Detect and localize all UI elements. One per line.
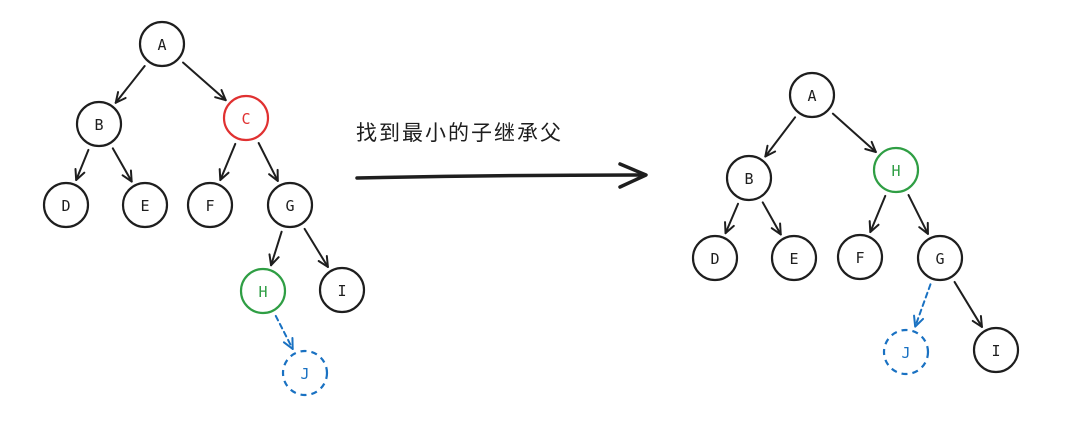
node-label: G — [285, 197, 294, 215]
node-F: F — [186, 181, 234, 229]
node-label: I — [991, 342, 1000, 360]
left-tree: A B C D E F G H I J — [42, 20, 366, 397]
node-label: B — [744, 170, 753, 188]
node-label: D — [710, 250, 719, 268]
edge-G-I — [303, 227, 329, 268]
edge-H-G — [907, 194, 929, 235]
node-label: C — [241, 110, 250, 128]
node-A: A — [138, 20, 186, 68]
node-circle — [725, 154, 773, 202]
node-circle — [222, 94, 270, 142]
node-label: F — [205, 197, 214, 215]
node-label: J — [300, 365, 309, 383]
node-label: E — [789, 250, 798, 268]
edge-H-J — [274, 314, 294, 350]
node-circle — [882, 328, 930, 376]
node-label: A — [807, 87, 816, 105]
node-J: J — [281, 349, 329, 397]
edge-B-E — [111, 147, 133, 183]
node-D: D — [691, 234, 739, 282]
node-circle — [770, 234, 818, 282]
edge-B-D — [724, 202, 740, 235]
node-label: H — [258, 283, 267, 301]
node-G: G — [916, 234, 964, 282]
node-circle — [239, 267, 287, 315]
caption-text: 找到最小的子继承父 — [356, 121, 563, 145]
edge-G-H — [268, 230, 283, 267]
node-B: B — [75, 100, 123, 148]
edge-C-G — [257, 141, 279, 182]
node-I: I — [318, 266, 366, 314]
node-label: B — [94, 116, 103, 134]
node-label: E — [140, 197, 149, 215]
node-label: D — [61, 197, 70, 215]
node-circle — [138, 20, 186, 68]
node-circle — [836, 233, 884, 281]
node-label: G — [935, 250, 944, 268]
node-circle — [872, 146, 920, 194]
transform-arrow-head — [618, 162, 648, 189]
edge-A-H — [831, 112, 877, 154]
node-A: A — [788, 71, 836, 119]
node-label: F — [855, 249, 864, 267]
node-circle — [121, 181, 169, 229]
node-G: G — [266, 181, 314, 229]
transform-arrow-shaft — [355, 173, 647, 180]
node-label: A — [157, 36, 166, 54]
node-F: F — [836, 233, 884, 281]
edge-A-B — [764, 116, 797, 158]
node-label: I — [337, 282, 346, 300]
node-label: H — [891, 162, 900, 180]
edge-H-F — [868, 194, 887, 234]
node-circle — [186, 181, 234, 229]
node-H: H — [239, 267, 287, 315]
edge-B-D — [74, 148, 90, 181]
node-B: B — [725, 154, 773, 202]
node-circle — [42, 181, 90, 229]
node-label: J — [901, 344, 910, 362]
transform-arrow — [355, 162, 648, 189]
node-circle — [281, 349, 329, 397]
node-J: J — [882, 328, 930, 376]
edge-B-E — [761, 201, 782, 236]
node-circle — [318, 266, 366, 314]
node-circle — [788, 71, 836, 119]
node-circle — [972, 326, 1020, 374]
right-tree: A B H D E F G J I — [691, 71, 1020, 376]
edge-A-B — [114, 64, 146, 104]
edge-G-I — [953, 280, 983, 328]
node-circle — [916, 234, 964, 282]
edge-A-C — [182, 61, 227, 102]
edge-G-J — [913, 283, 932, 328]
node-D: D — [42, 181, 90, 229]
node-circle — [266, 181, 314, 229]
node-C: C — [222, 94, 270, 142]
node-I: I — [972, 326, 1020, 374]
node-H: H — [872, 146, 920, 194]
node-E: E — [770, 234, 818, 282]
node-circle — [691, 234, 739, 282]
node-E: E — [121, 181, 169, 229]
node-circle — [75, 100, 123, 148]
edge-C-F — [218, 142, 237, 182]
